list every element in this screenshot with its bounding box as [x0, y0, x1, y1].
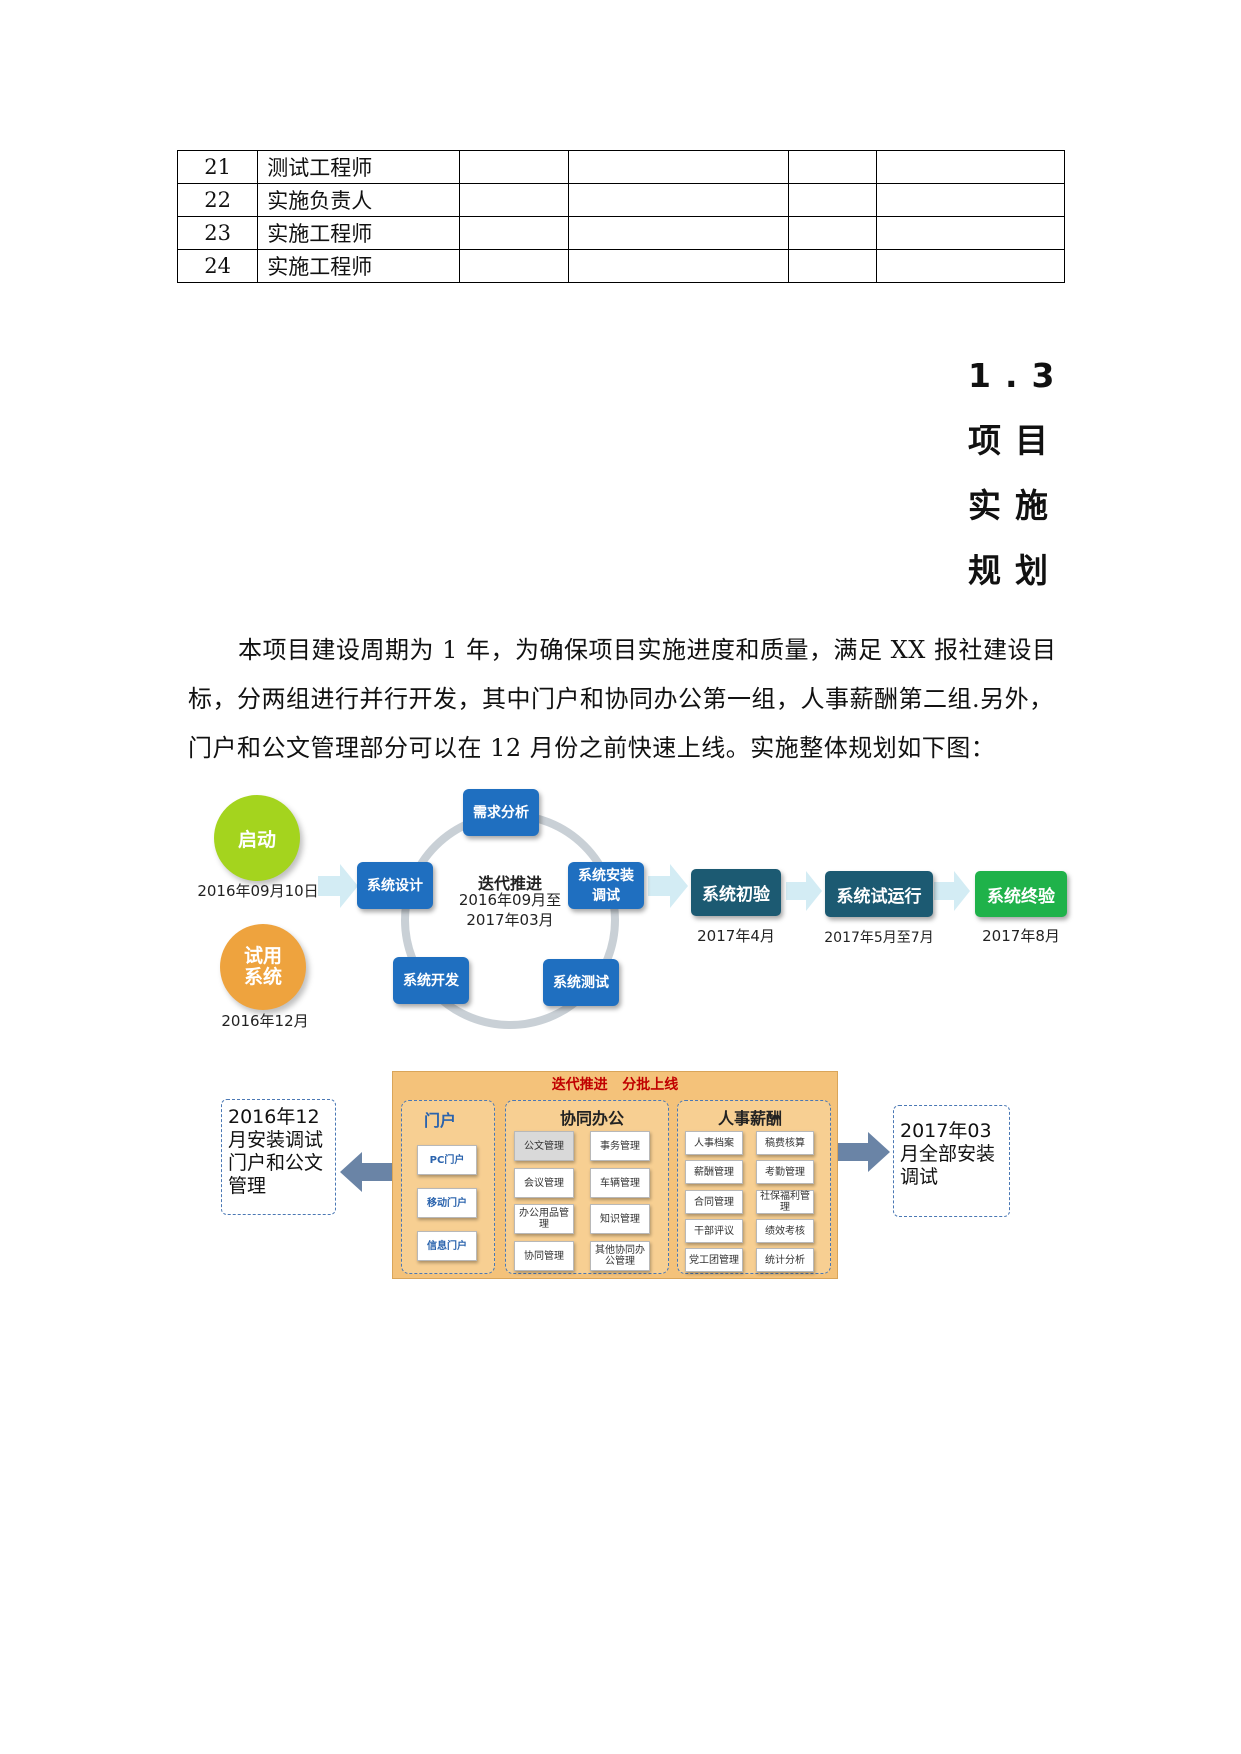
oa-module: 其他协同办公管理 [590, 1241, 650, 1271]
hr-group: 人事薪酬 人事档案稿费核算薪酬管理考勤管理合同管理社保福利管理干部评议绩效考核党… [677, 1100, 831, 1274]
arrow-accept-to-trial-run [786, 871, 822, 911]
portal-module: 信息门户 [417, 1231, 477, 1261]
oa-module: 办公用品管理 [514, 1204, 574, 1234]
empty-cell [875, 150, 1066, 184]
hr-title: 人事薪酬 [718, 1109, 783, 1128]
intro-paragraph: 本项目建设周期为 1 年，为确保项目实施进度和质量，满足 XX 报社建设目标，分… [188, 636, 1057, 762]
arrow-start-to-cycle [318, 864, 358, 908]
empty-cell [568, 249, 789, 283]
stage-box: 系统初验 [691, 869, 781, 916]
hr-module: 社保福利管理 [756, 1190, 814, 1214]
oa-group: 协同办公 公文管理事务管理会议管理车辆管理办公用品管理知识管理协同管理其他协同办… [505, 1100, 669, 1274]
empty-cell [787, 150, 877, 184]
hr-module: 人事档案 [685, 1131, 743, 1155]
start-label: 启动 [237, 828, 276, 851]
portal-module: 移动门户 [417, 1188, 477, 1218]
oa-module: 车辆管理 [590, 1168, 650, 1198]
left-note: 2016年12月安装调试门户和公文管理 [221, 1099, 336, 1215]
start-date: 2016年09月10日 [197, 882, 319, 900]
row-number: 21 [176, 150, 259, 184]
oa-module: 知识管理 [590, 1204, 650, 1234]
empty-cell [568, 216, 789, 250]
empty-cell [875, 249, 1066, 283]
stage-box: 系统试运行 [825, 871, 933, 917]
cycle-center-range: 2016年09月至2017年03月 [458, 891, 562, 929]
empty-cell [568, 150, 789, 184]
step-requirements: 需求分析 [463, 789, 539, 836]
oa-module: 公文管理 [514, 1131, 574, 1161]
hr-module: 稿费核算 [756, 1131, 814, 1155]
row-role: 测试工程师 [257, 150, 460, 184]
oa-module: 协同管理 [514, 1241, 574, 1271]
portal-title: 门户 [424, 1111, 457, 1130]
trial-label: 试用系统 [243, 945, 282, 988]
row-number: 22 [176, 183, 259, 217]
row-number: 24 [176, 249, 259, 283]
hr-module: 考勤管理 [756, 1160, 814, 1184]
arrow-right-to-note [838, 1132, 890, 1172]
row-role: 实施负责人 [257, 183, 460, 217]
empty-cell [875, 183, 1066, 217]
empty-cell [568, 183, 789, 217]
arrow-trial-run-to-final [934, 871, 970, 911]
step-test: 系统测试 [543, 959, 619, 1006]
trial-date: 2016年12月 [221, 1012, 309, 1030]
portal-group: 门户 PC门户移动门户信息门户 [401, 1100, 495, 1274]
empty-cell [787, 249, 877, 283]
empty-cell [458, 183, 570, 217]
cycle-center-title: 迭代推进 [477, 874, 542, 893]
right-note: 2017年03月全部安装调试 [893, 1105, 1010, 1217]
empty-cell [787, 216, 877, 250]
portal-module: PC门户 [417, 1145, 477, 1175]
stage-box: 系统终验 [975, 871, 1067, 917]
empty-cell [875, 216, 1066, 250]
hr-module: 党工团管理 [685, 1248, 743, 1272]
start-circle: 启动 [214, 795, 300, 881]
trial-circle: 试用系统 [220, 924, 306, 1010]
arrow-cycle-to-accept [648, 864, 688, 908]
row-role: 实施工程师 [257, 249, 460, 283]
step-dev: 系统开发 [393, 957, 469, 1004]
empty-cell [787, 183, 877, 217]
step-install: 系统安装调试 [568, 862, 644, 909]
stage-date: 2017年5月至7月 [824, 930, 934, 946]
oa-module: 事务管理 [590, 1131, 650, 1161]
empty-cell [458, 216, 570, 250]
hr-module: 统计分析 [756, 1248, 814, 1272]
hr-module: 薪酬管理 [685, 1160, 743, 1184]
hr-module: 干部评议 [685, 1219, 743, 1243]
empty-cell [458, 249, 570, 283]
row-number: 23 [176, 216, 259, 250]
stage-date: 2017年8月 [982, 927, 1060, 945]
section-heading: 1.3 项目实施规划 [968, 356, 1069, 590]
hr-module: 绩效考核 [756, 1219, 814, 1243]
empty-cell [458, 150, 570, 184]
oa-module: 会议管理 [514, 1168, 574, 1198]
stage-date: 2017年4月 [697, 927, 775, 945]
arrow-left-to-note [340, 1152, 392, 1192]
modules-panel: 迭代推进 分批上线 门户 PC门户移动门户信息门户 协同办公 公文管理事务管理会… [392, 1071, 838, 1279]
oa-title: 协同办公 [560, 1109, 625, 1128]
row-role: 实施工程师 [257, 216, 460, 250]
hr-module: 合同管理 [685, 1190, 743, 1214]
step-design: 系统设计 [357, 862, 433, 909]
modules-banner: 迭代推进 分批上线 [551, 1077, 679, 1093]
